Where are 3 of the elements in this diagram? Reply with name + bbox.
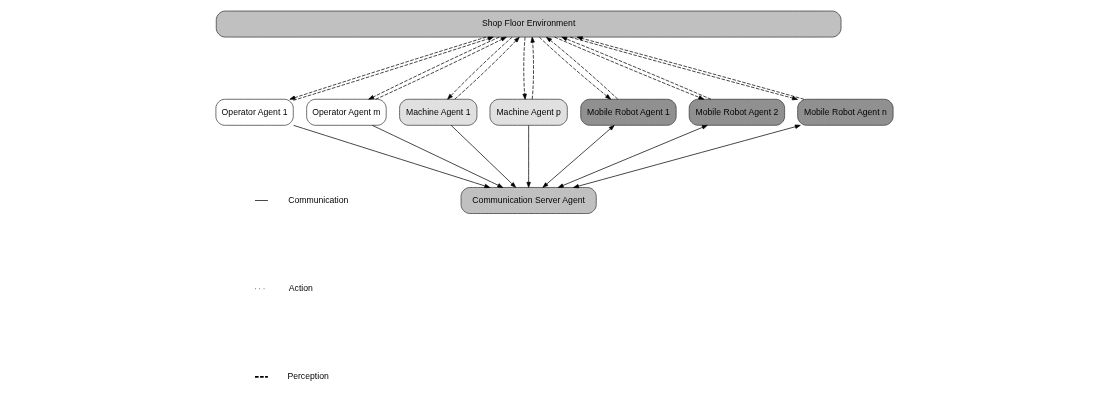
legend-label: Perception	[286, 371, 329, 382]
legend-label: Action	[288, 282, 313, 293]
legend-label: Communication	[287, 194, 348, 205]
